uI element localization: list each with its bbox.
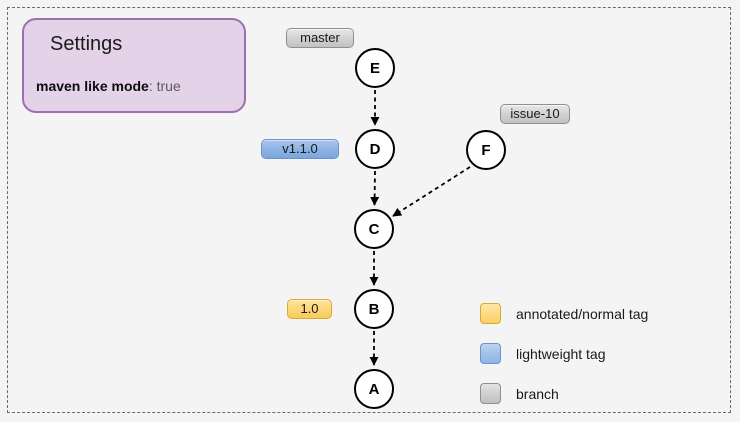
- commit-node-A[interactable]: A: [354, 369, 394, 409]
- edge-D-C: [370, 170, 380, 206]
- settings-row-maven-like-mode: maven like mode: true: [36, 78, 181, 94]
- commit-node-label: C: [368, 220, 380, 238]
- legend-item-branch: branch: [480, 378, 648, 409]
- commit-node-label: F: [481, 141, 491, 159]
- annotated-tag-swatch-icon: [480, 303, 501, 324]
- legend-item-label: branch: [516, 385, 559, 402]
- commit-node-label: D: [369, 140, 381, 158]
- settings-panel: Settings maven like mode: true: [22, 18, 246, 113]
- edge-F-C: [392, 166, 471, 217]
- legend-item-label: lightweight tag: [516, 345, 606, 362]
- settings-value: : true: [148, 78, 181, 94]
- legend-item-label: annotated/normal tag: [516, 305, 649, 322]
- commit-node-label: A: [368, 380, 380, 398]
- legend-item-annotated-tag: annotated/normal tag: [480, 298, 648, 329]
- ref-label-1-0[interactable]: 1.0: [287, 299, 332, 319]
- ref-label-v1-1-0[interactable]: v1.1.0: [261, 139, 339, 159]
- commit-node-E[interactable]: E: [355, 48, 395, 88]
- branch-swatch-icon: [480, 383, 501, 404]
- legend-item-lightweight-tag: lightweight tag: [480, 338, 648, 369]
- ref-label-master[interactable]: master: [286, 28, 354, 48]
- settings-key: maven like mode: [36, 78, 149, 94]
- ref-label-issue-10[interactable]: issue-10: [500, 104, 570, 124]
- commit-node-label: B: [368, 300, 380, 318]
- commit-node-C[interactable]: C: [354, 209, 394, 249]
- commit-node-label: E: [369, 59, 380, 77]
- commit-node-F[interactable]: F: [466, 130, 506, 170]
- commit-node-B[interactable]: B: [354, 289, 394, 329]
- lightweight-tag-swatch-icon: [480, 343, 501, 364]
- settings-title: Settings: [50, 33, 123, 55]
- legend: annotated/normal tag lightweight tag bra…: [480, 298, 648, 418]
- commit-node-D[interactable]: D: [355, 129, 395, 169]
